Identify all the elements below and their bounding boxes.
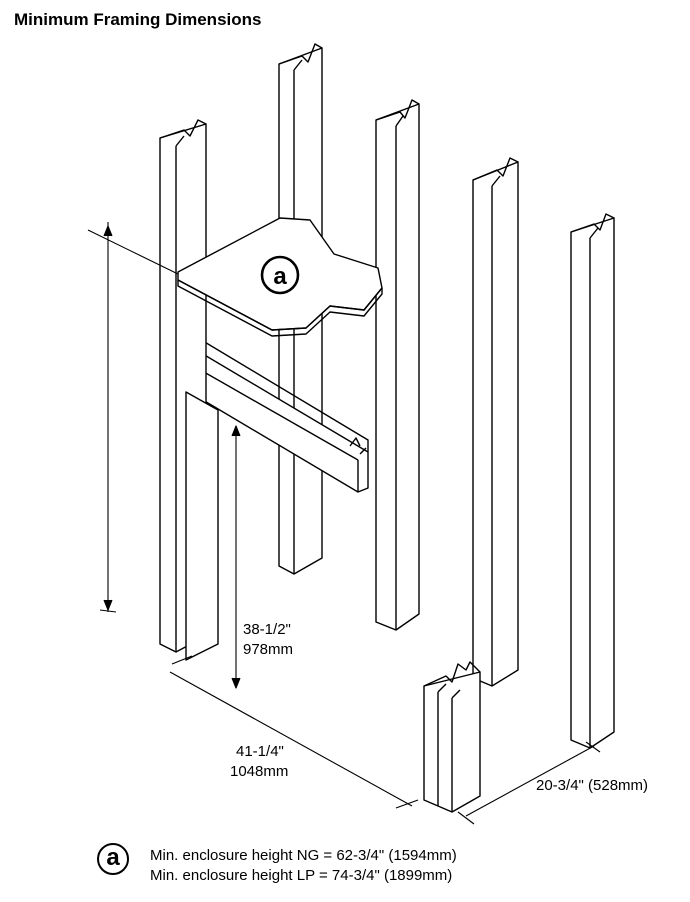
dimension-height-label: 38-1/2" 978mm xyxy=(243,620,293,660)
page-title: Minimum Framing Dimensions xyxy=(14,10,262,29)
stud-right-tall xyxy=(472,157,519,687)
stud-far-right xyxy=(570,213,615,749)
dimension-lines xyxy=(87,222,601,825)
legend-line-ng: Min. enclosure height NG = 62-3/4" (1594… xyxy=(150,847,457,864)
stud-center-right xyxy=(375,99,420,631)
dimension-width-in: 41-1/4" xyxy=(236,743,284,760)
stud-corner-short xyxy=(423,661,481,813)
dimension-height-in: 38-1/2" xyxy=(243,621,291,638)
dimension-width-label: 41-1/4" 1048mm xyxy=(230,742,288,782)
dimension-width-mm: 1048mm xyxy=(230,763,289,780)
dimension-depth-label: 20-3/4" (528mm) xyxy=(536,777,649,794)
legend-callout-icon: a xyxy=(97,843,129,875)
stud-cripple xyxy=(185,391,219,661)
callout-a: a xyxy=(260,255,300,295)
legend: Min. enclosure height NG = 62-3/4" (1594… xyxy=(150,846,457,886)
legend-line-lp: Min. enclosure height LP = 74-3/4" (1899… xyxy=(150,867,453,884)
dimension-height-mm: 978mm xyxy=(243,641,294,658)
callout-a-label: a xyxy=(273,263,287,290)
